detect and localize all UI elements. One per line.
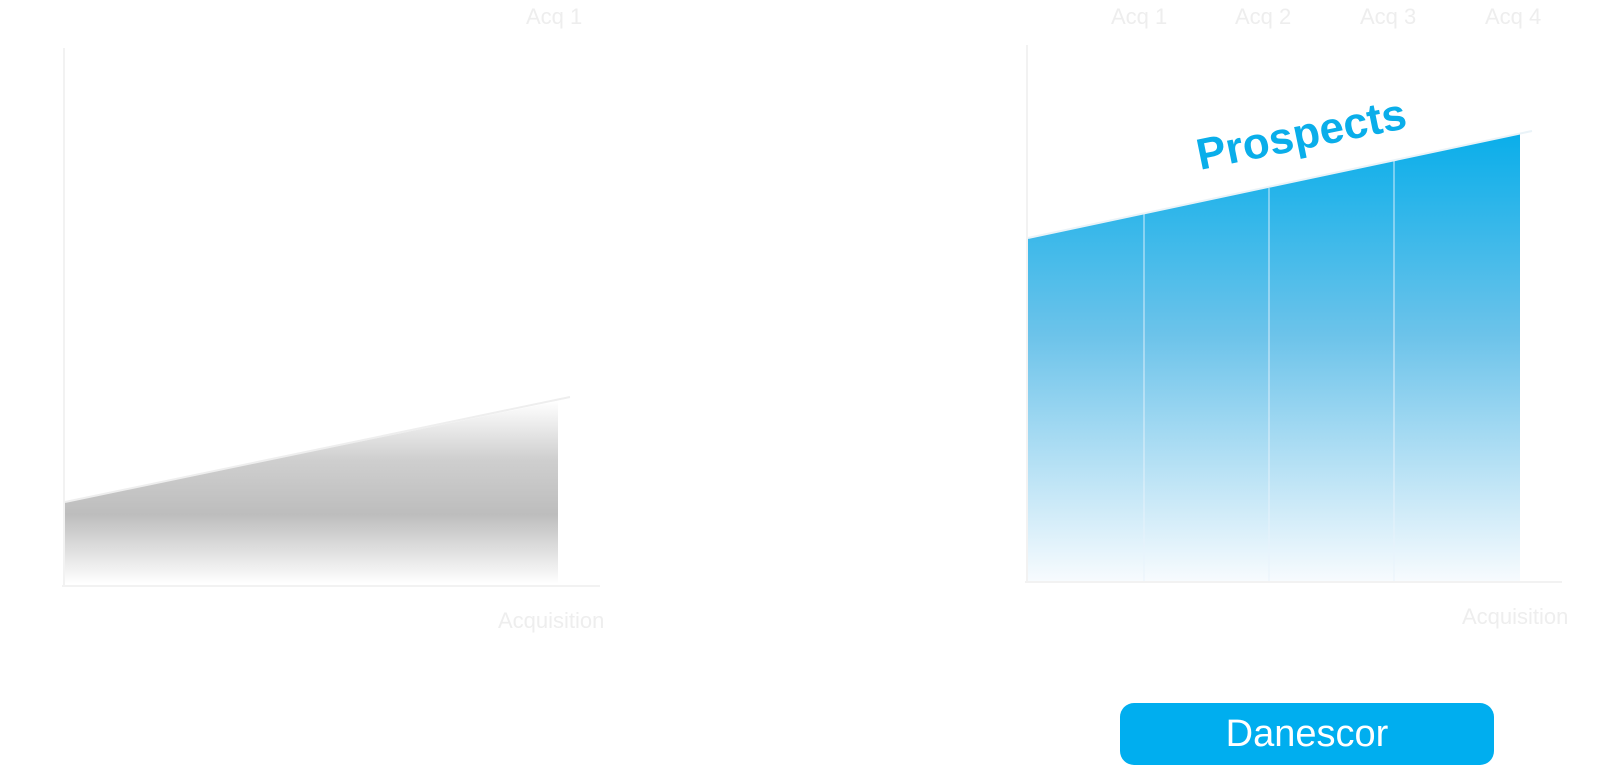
right-segment-label-acq-3: Acq 3 <box>1360 4 1416 29</box>
right-area-top-edge <box>1027 130 1533 239</box>
right-segment-label-acq-1: Acq 1 <box>1111 4 1167 29</box>
left-chart: Acq 1 Acquisition <box>62 4 604 633</box>
left-x-axis-label: Acquisition <box>498 608 604 633</box>
right-segment-label-acq-4: Acq 4 <box>1485 4 1541 29</box>
danescor-button[interactable]: Danescor <box>1120 703 1494 765</box>
right-segment-label-acq-2: Acq 2 <box>1235 4 1291 29</box>
left-gray-area <box>65 401 558 584</box>
right-x-axis-label: Acquisition <box>1462 604 1568 629</box>
left-segment-label-acq-1: Acq 1 <box>526 4 582 29</box>
right-blue-area <box>1028 134 1520 581</box>
left-area-top-edge <box>64 396 571 503</box>
right-chart: Acq 1 Acq 2 Acq 3 Acq 4 Prospects Acquis… <box>1025 4 1568 629</box>
